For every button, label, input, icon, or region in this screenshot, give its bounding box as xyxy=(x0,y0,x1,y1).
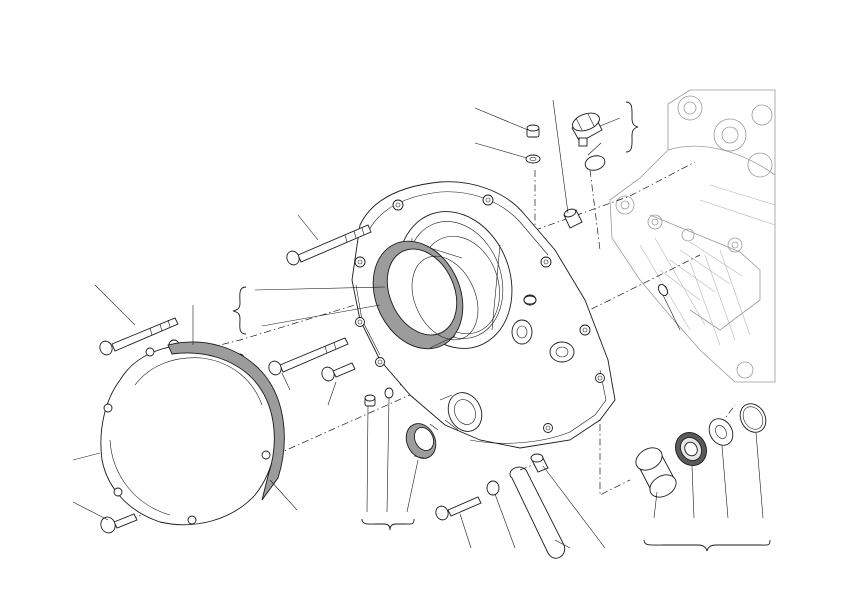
bottom-washer xyxy=(486,480,500,496)
bearing-group-bracket xyxy=(643,539,771,552)
clutch-cover-gasket xyxy=(167,341,285,501)
circlip xyxy=(739,403,767,433)
leader-lines xyxy=(72,99,764,549)
bottom-screw xyxy=(435,496,482,521)
small-parts-bracket xyxy=(361,518,415,531)
oil-seal xyxy=(405,423,439,459)
sight-glass-plug xyxy=(523,295,537,305)
small-washer xyxy=(384,387,394,399)
cover-screw-bottom xyxy=(100,513,138,534)
housing-screw-long-top xyxy=(286,224,372,266)
plug-group-bracket xyxy=(625,101,639,153)
oil-plug-cap xyxy=(571,112,603,147)
shim-washer xyxy=(708,418,734,446)
plug-o-ring xyxy=(584,155,606,171)
wire-clip xyxy=(509,466,566,559)
sleeve xyxy=(635,447,677,498)
crankcase xyxy=(609,89,776,383)
bearing xyxy=(675,432,707,466)
crankcase-o-ring xyxy=(657,283,669,297)
dowel-pin xyxy=(563,208,583,229)
housing-screw-short xyxy=(321,362,356,382)
cover-screw-top xyxy=(99,317,179,356)
housing-inner-seal xyxy=(372,240,479,350)
seal-group-bracket xyxy=(232,286,247,335)
housing-screw-long xyxy=(268,337,349,376)
plug-washer xyxy=(525,124,541,164)
spacer-bush xyxy=(530,453,549,473)
small-plug xyxy=(364,394,376,407)
